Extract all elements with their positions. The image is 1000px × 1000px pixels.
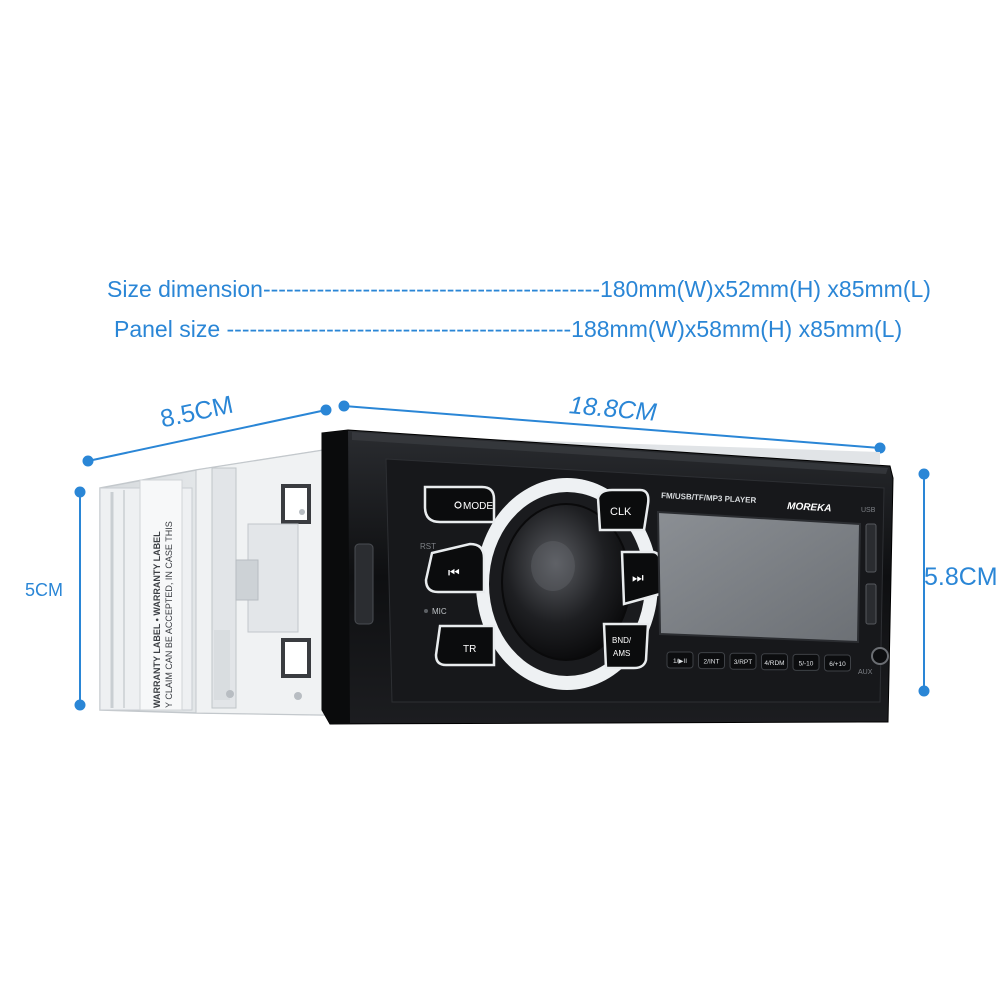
preset-button-label-6: 6/+10 xyxy=(829,661,846,668)
lcd-display xyxy=(656,510,862,644)
preset-button-3[interactable] xyxy=(729,652,757,670)
bnd-button-label: BND/ xyxy=(612,636,632,645)
usb-port[interactable] xyxy=(865,523,877,573)
brand-logo: MOREKA xyxy=(787,501,832,514)
panel-height-label: 5.8CM xyxy=(924,563,998,591)
preset-button-5[interactable] xyxy=(792,653,820,671)
mic-label: MIC xyxy=(432,607,447,616)
tr-button-label: TR xyxy=(463,644,476,655)
clk-button[interactable] xyxy=(596,488,650,532)
mode-button[interactable] xyxy=(423,485,496,524)
warranty-sticker-line1: WARRANTY LABEL • WARRANTY LABEL xyxy=(152,531,162,708)
mic-hole xyxy=(424,609,428,613)
preset-button-label-2: 2/INT xyxy=(704,659,720,666)
dimension-lines xyxy=(74,400,930,711)
usb-label: USB xyxy=(861,507,876,514)
tr-button[interactable] xyxy=(434,624,496,667)
clk-button-label: CLK xyxy=(610,506,632,518)
depth-dimension-line xyxy=(87,409,327,462)
metal-chassis xyxy=(99,438,880,716)
preset-buttons: 1/▶II 2/INT 3/RPT 4/RDM 5/-10 6/+10 xyxy=(666,651,851,672)
ams-button-label: AMS xyxy=(613,649,630,658)
preset-button-2[interactable] xyxy=(698,652,725,670)
warranty-sticker: WARRANTY LABEL • WARRANTY LABEL Y CLAIM … xyxy=(152,521,174,708)
control-buttons: MODE ⏮ TR CLK ⏭ BND/ AMS RST MIC xyxy=(420,485,662,670)
preset-button-4[interactable] xyxy=(761,653,788,671)
width-dimension-line xyxy=(343,405,881,449)
bnd-ams-button[interactable] xyxy=(602,622,650,670)
side-ports: AUX xyxy=(858,523,889,676)
preset-button-label-1: 1/▶II xyxy=(673,658,687,665)
preset-button-6[interactable] xyxy=(824,654,851,672)
next-icon: ⏭ xyxy=(632,570,644,585)
tf-card-slot[interactable] xyxy=(865,583,877,625)
preset-button-label-4: 4/RDM xyxy=(764,660,784,667)
mode-button-label: MODE xyxy=(463,501,493,512)
aux-label: AUX xyxy=(858,669,873,676)
panel-size-text: Panel size -----------------------------… xyxy=(114,316,903,342)
warranty-sticker-line2: Y CLAIM CAN BE ACCEPTED, IN CASE THIS xyxy=(164,521,174,708)
previous-button[interactable] xyxy=(424,542,486,594)
size-dimension-text: Size dimension--------------------------… xyxy=(107,276,931,302)
preset-button-label-5: 5/-10 xyxy=(799,660,814,667)
preset-button-1[interactable] xyxy=(666,651,694,669)
power-icon xyxy=(454,501,462,509)
aux-port[interactable] xyxy=(871,647,889,665)
previous-icon: ⏮ xyxy=(448,565,460,580)
rst-label: RST xyxy=(420,542,436,551)
preset-button-label-3: 3/RPT xyxy=(734,659,752,666)
chassis-height-label: 5CM xyxy=(25,580,64,600)
